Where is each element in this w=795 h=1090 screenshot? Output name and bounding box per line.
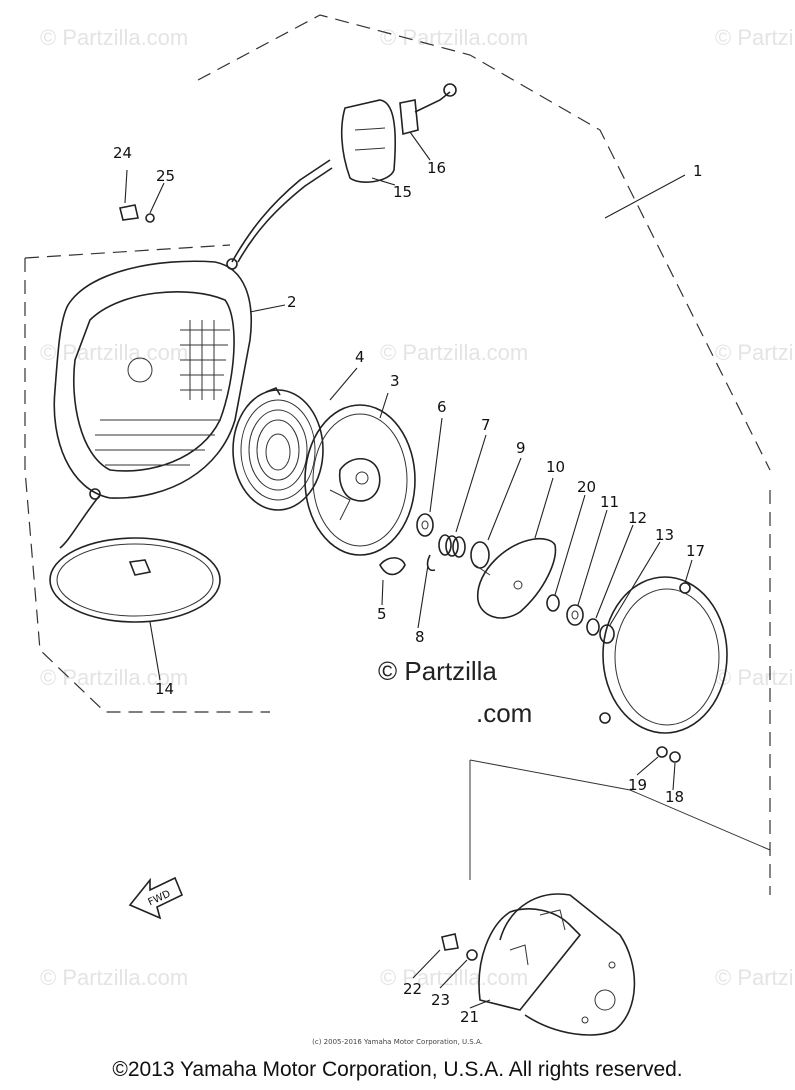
central-watermark: © Partzilla .com bbox=[378, 656, 532, 728]
copyright-notice: ©2013 Yamaha Motor Corporation, U.S.A. A… bbox=[112, 1058, 683, 1081]
friction-spring bbox=[470, 541, 491, 576]
callout-21: 21 bbox=[460, 1008, 479, 1026]
callout-6: 6 bbox=[437, 398, 447, 416]
callout-10: 10 bbox=[546, 458, 565, 476]
sheave-drum bbox=[304, 404, 416, 556]
callout-1: 1 bbox=[693, 162, 703, 180]
case-bolts bbox=[119, 204, 155, 223]
callout-17: 17 bbox=[686, 542, 705, 560]
credit-small: (c) 2005-2016 Yamaha Motor Corporation, … bbox=[312, 1038, 483, 1046]
watermark: © Partzilla.com bbox=[40, 665, 188, 690]
friction-plate bbox=[476, 538, 557, 619]
callout-labels: 1 2 3 4 5 6 7 8 9 10 11 12 13 14 15 16 1… bbox=[113, 144, 705, 1026]
washer-nut-stack bbox=[546, 594, 615, 644]
starter-handle bbox=[231, 83, 457, 263]
callout-2: 2 bbox=[287, 293, 297, 311]
callout-7: 7 bbox=[481, 416, 491, 434]
callout-12: 12 bbox=[628, 509, 647, 527]
starter-cup bbox=[478, 893, 636, 1036]
assembly-boundary bbox=[24, 14, 771, 895]
watermark: © Partzilla.com bbox=[40, 965, 188, 990]
callout-3: 3 bbox=[390, 372, 400, 390]
callout-24: 24 bbox=[113, 144, 132, 162]
callout-15: 15 bbox=[393, 183, 412, 201]
callout-5: 5 bbox=[377, 605, 387, 623]
cover-plate bbox=[599, 576, 728, 734]
pawl bbox=[379, 557, 406, 576]
starter-rope-coil bbox=[49, 494, 221, 623]
callout-22: 22 bbox=[403, 980, 422, 998]
watermark: © Partzilla.com bbox=[380, 965, 528, 990]
watermark: © Partzilla.com bbox=[40, 25, 188, 50]
callout-20: 20 bbox=[577, 478, 596, 496]
callout-8: 8 bbox=[415, 628, 425, 646]
callout-11: 11 bbox=[600, 493, 619, 511]
leader-lines bbox=[124, 131, 693, 1009]
callout-19: 19 bbox=[628, 776, 647, 794]
fwd-arrow: FWD bbox=[128, 876, 184, 920]
callout-4: 4 bbox=[355, 348, 365, 366]
callout-16: 16 bbox=[427, 159, 446, 177]
watermark: © Partzilla.com bbox=[715, 665, 795, 690]
callout-18: 18 bbox=[665, 788, 684, 806]
watermark: © Partzilla.com bbox=[715, 340, 795, 365]
starter-case bbox=[53, 258, 253, 500]
callout-25: 25 bbox=[156, 167, 175, 185]
callout-23: 23 bbox=[431, 991, 450, 1009]
coil-spring bbox=[426, 534, 466, 572]
washer bbox=[416, 513, 434, 537]
watermark-layer: © Partzilla.com © Partzilla.com © Partzi… bbox=[40, 25, 795, 990]
watermark: © Partzilla.com bbox=[715, 25, 795, 50]
watermark: © Partzilla.com bbox=[380, 340, 528, 365]
cover-bolts bbox=[656, 746, 681, 763]
callout-13: 13 bbox=[655, 526, 674, 544]
central-watermark-line-2: .com bbox=[476, 698, 532, 728]
cup-bolts bbox=[441, 933, 478, 961]
watermark: © Partzilla.com bbox=[715, 965, 795, 990]
spiral-spring bbox=[232, 386, 324, 511]
callout-14: 14 bbox=[155, 680, 174, 698]
central-watermark-line-1: © Partzilla bbox=[378, 656, 497, 686]
watermark: © Partzilla.com bbox=[40, 340, 188, 365]
callout-9: 9 bbox=[516, 439, 526, 457]
